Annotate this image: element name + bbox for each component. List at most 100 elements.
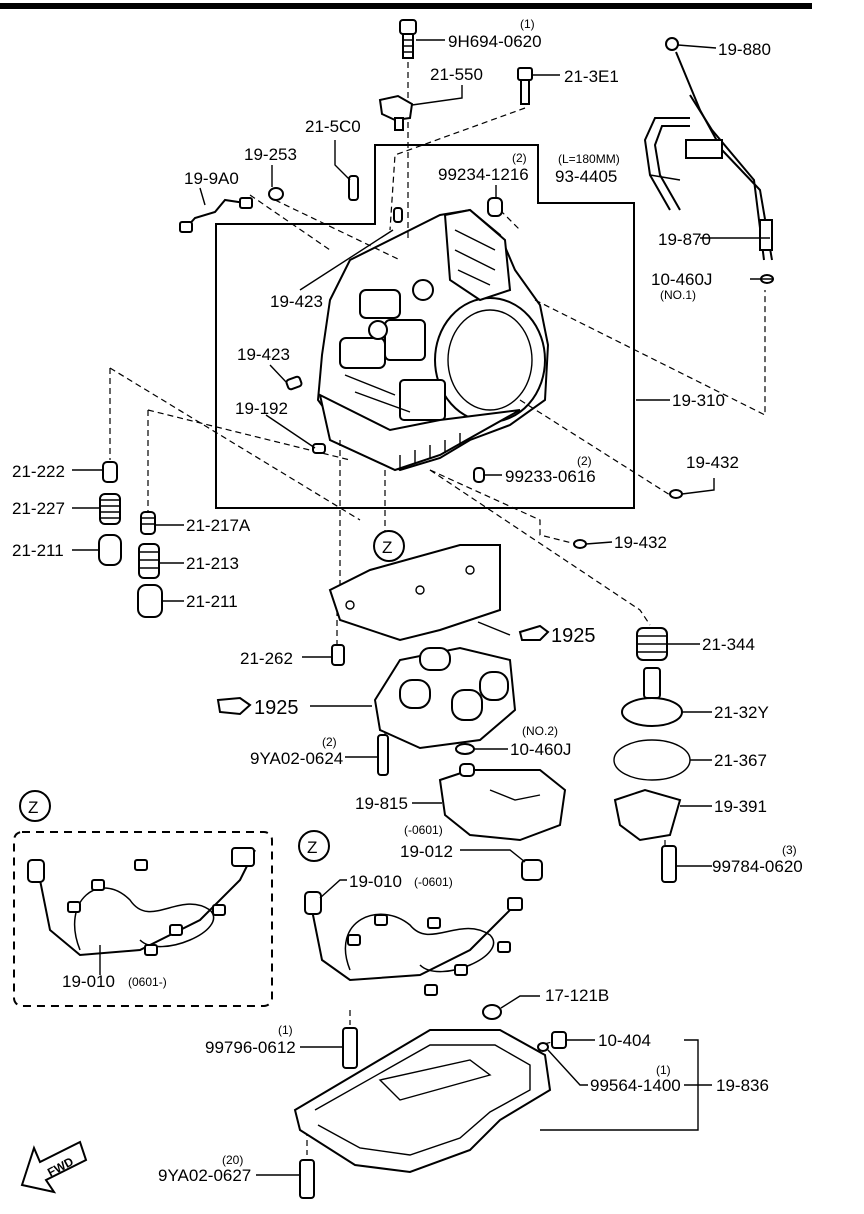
label-0601-a: (-0601) xyxy=(404,823,443,837)
label-99234-qty: (2) xyxy=(512,151,527,165)
transmission-case xyxy=(316,208,550,472)
oil-filter xyxy=(438,763,567,842)
label-9ya02-0627-qty: (20) xyxy=(222,1153,243,1167)
label-21-5c0: 21-5C0 xyxy=(305,117,361,136)
label-19-423-a: 19-423 xyxy=(270,292,323,311)
label-no2: (NO.2) xyxy=(522,724,558,738)
case-frame xyxy=(215,144,635,509)
bolt-19-423a xyxy=(393,207,403,223)
label-99796-qty: (1) xyxy=(278,1023,293,1037)
harness-box xyxy=(13,831,273,1007)
pin-21-5c0 xyxy=(348,175,359,201)
harness-19-010-old xyxy=(304,891,523,996)
label-9h694-0620: 9H694-0620 xyxy=(448,32,542,51)
label-10-460j-a: 10-460J xyxy=(651,270,712,289)
pin-99234 xyxy=(487,197,503,217)
label-19-432-b: 19-432 xyxy=(614,533,667,552)
oil-pan xyxy=(293,1029,552,1174)
grommet-17-121b xyxy=(482,1004,502,1020)
label-19-870: 19-870 xyxy=(658,230,711,249)
pointer-icon-2 xyxy=(216,696,252,716)
label-9h694-qty: (1) xyxy=(520,17,535,31)
label-19-010-b: 19-010 xyxy=(62,972,115,991)
drain-plug-10-404 xyxy=(551,1031,567,1049)
part-labels: (1) 9H694-0620 21-550 21-3E1 19-880 21-5… xyxy=(12,17,803,1185)
label-21-222: 21-222 xyxy=(12,462,65,481)
label-99784-0620: 99784-0620 xyxy=(712,857,803,876)
label-99233-0616: 99233-0616 xyxy=(505,467,596,486)
label-21-227: 21-227 xyxy=(12,499,65,518)
label-21-211-a: 21-211 xyxy=(12,541,64,560)
label-21-3e1: 21-3E1 xyxy=(564,67,619,86)
bolt-9ya02-0627 xyxy=(299,1159,315,1199)
label-99564-1400: 99564-1400 xyxy=(590,1076,681,1095)
label-21-217a: 21-217A xyxy=(186,516,251,535)
label-21-262: 21-262 xyxy=(240,649,293,668)
z-callout-3 xyxy=(298,830,330,862)
label-99796-0612: 99796-0612 xyxy=(205,1038,296,1057)
label-21-211-b: 21-211 xyxy=(186,592,238,611)
bolt-19-192 xyxy=(312,443,326,454)
label-19-815: 19-815 xyxy=(355,794,408,813)
label-99784-qty: (3) xyxy=(782,843,797,857)
pointer-icon-1 xyxy=(518,624,550,641)
top-border xyxy=(0,3,812,9)
label-21-367: 21-367 xyxy=(714,751,767,770)
label-10-460j-b: 10-460J xyxy=(510,740,571,759)
label-19-010-a: 19-010 xyxy=(349,872,402,891)
washer-99564 xyxy=(537,1042,549,1052)
label-99233-qty: (2) xyxy=(577,454,592,468)
label-19-880: 19-880 xyxy=(718,40,771,59)
label-19-432-a: 19-432 xyxy=(686,453,739,472)
label-19-012: 19-012 xyxy=(400,842,453,861)
harness-19-010-new xyxy=(27,847,256,957)
oring-19-432b xyxy=(573,539,587,549)
label-99234-1216: 99234-1216 xyxy=(438,165,529,184)
label-99564-qty: (1) xyxy=(656,1063,671,1077)
label-19-310: 19-310 xyxy=(672,391,725,410)
label-10-404: 10-404 xyxy=(598,1031,651,1050)
label-19-9a0: 19-9A0 xyxy=(184,169,239,188)
label-21-32y: 21-32Y xyxy=(714,703,769,722)
plug-19-253 xyxy=(268,187,284,201)
bolt-21-262 xyxy=(331,644,345,666)
label-21-213: 21-213 xyxy=(186,554,239,573)
bolt-9ya02-0624 xyxy=(377,734,389,776)
label-19-253: 19-253 xyxy=(244,145,297,164)
label-0601-b: (-0601) xyxy=(414,875,453,889)
label-17-121b: 17-121B xyxy=(545,986,609,1005)
label-1925-a: 1925 xyxy=(551,625,596,647)
label-19-192: 19-192 xyxy=(235,399,288,418)
label-1925-b: 1925 xyxy=(254,697,299,719)
label-19-423-b: 19-423 xyxy=(237,345,290,364)
z-callout-1 xyxy=(373,530,405,562)
bolt-9h694 xyxy=(399,19,417,59)
label-9ya02-0624: 9YA02-0624 xyxy=(250,749,343,768)
springs-left xyxy=(98,461,163,618)
accumulator-parts xyxy=(613,627,691,883)
pin-99233 xyxy=(473,467,485,483)
label-9ya02-0624-qty: (2) xyxy=(322,735,337,749)
label-z-2: Z xyxy=(28,798,38,817)
fwd-arrow-icon xyxy=(20,1140,88,1194)
label-93-4405: 93-4405 xyxy=(555,167,617,186)
leader-lines xyxy=(72,39,773,1176)
bolt-19-423b xyxy=(285,375,303,391)
control-valve-body xyxy=(373,646,517,750)
z-callout-2 xyxy=(19,790,51,822)
label-no1: (NO.1) xyxy=(660,288,696,302)
sensor-21-550 xyxy=(378,94,414,131)
label-19-391: 19-391 xyxy=(714,797,767,816)
separator-plate xyxy=(328,544,501,642)
oring-10-460j-no2 xyxy=(455,743,475,755)
sensor-19-012 xyxy=(521,859,543,881)
label-21-550: 21-550 xyxy=(430,65,483,84)
label-21-344: 21-344 xyxy=(702,635,755,654)
label-z-1: Z xyxy=(382,538,392,557)
label-19-836: 19-836 xyxy=(716,1076,769,1095)
label-z-3: Z xyxy=(307,838,317,857)
label-0601-c: (0601-) xyxy=(128,975,167,989)
label-9ya02-0627: 9YA02-0627 xyxy=(158,1166,251,1185)
dipstick-assembly xyxy=(643,37,773,261)
